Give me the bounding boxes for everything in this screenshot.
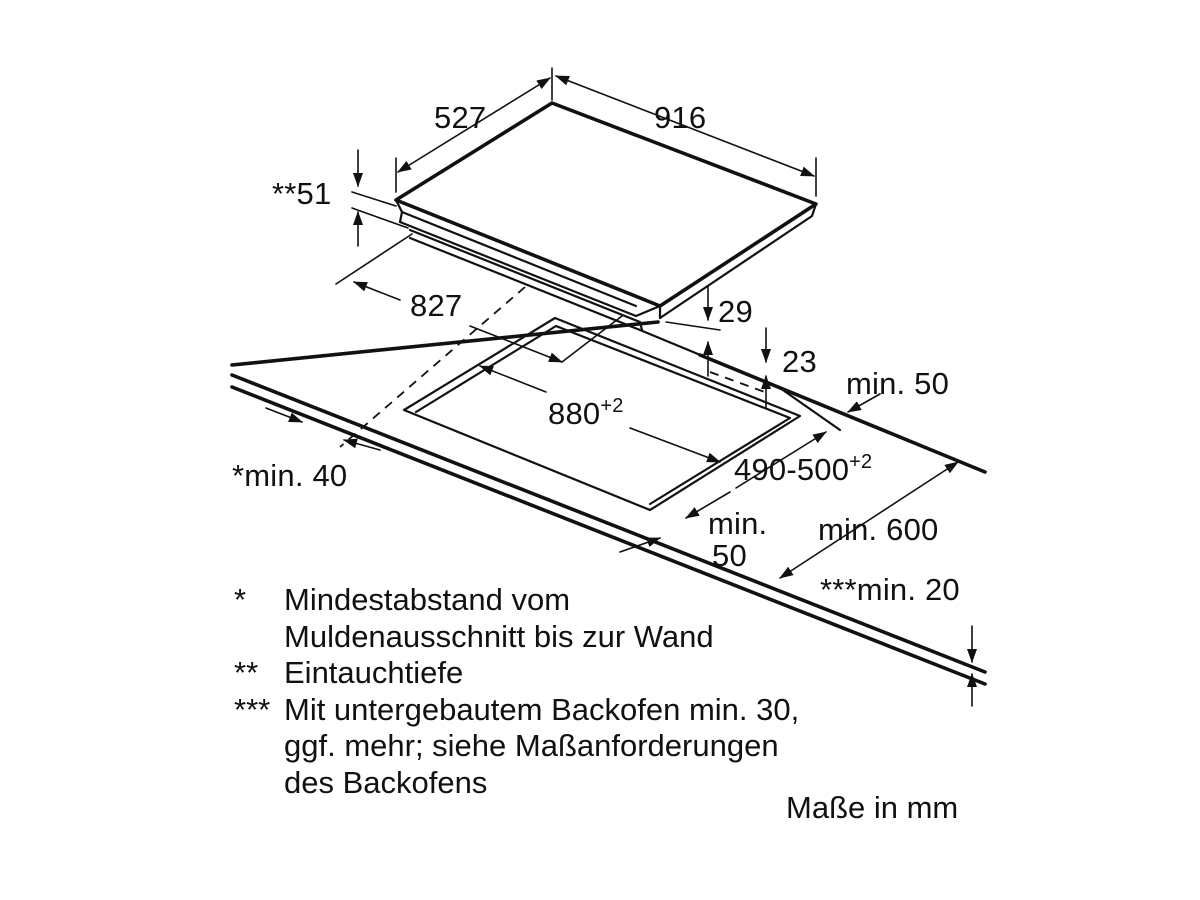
- label-min-20: ***min. 20: [820, 572, 960, 607]
- label-min-front: min.: [708, 506, 768, 541]
- label-51: **51: [272, 176, 332, 211]
- label-880-tolerance: +2: [600, 395, 624, 417]
- dim-min-40: [265, 407, 381, 451]
- label-min-50-rear: min. 50: [846, 366, 950, 401]
- label-880: 880+2: [548, 395, 624, 431]
- units-note: Maße in mm: [786, 790, 959, 825]
- dim-827: [335, 233, 623, 363]
- dim-min-600: [779, 461, 959, 579]
- dim-880: [479, 365, 721, 463]
- legend-line: ggf. mehr; siehe Maßanforderungen: [284, 728, 779, 763]
- label-490-500-value: 490-500: [734, 452, 850, 487]
- dim-min-50-front: [619, 537, 661, 553]
- dim-527: [395, 67, 553, 193]
- legend-line: Mit untergebautem Backofen min. 30,: [284, 691, 800, 727]
- label-880-value: 880: [548, 396, 601, 431]
- legend-item-1: * Mindestabstand vom Muldenausschnitt bi…: [234, 582, 934, 655]
- legend-text: Mindestabstand vom Muldenausschnitt bis …: [284, 582, 934, 655]
- label-916: 916: [654, 100, 707, 135]
- legend-mark: ***: [234, 691, 271, 727]
- dim-490-500: [685, 431, 827, 519]
- legend-mark: **: [234, 655, 259, 690]
- label-490-500-tolerance: +2: [849, 451, 873, 473]
- dim-min-50-rear: [847, 393, 881, 413]
- dashed-reference-line: [339, 286, 526, 448]
- legend-line: Mindestabstand vom: [284, 582, 571, 617]
- legend-item-2: ** Eintauchtiefe: [234, 655, 934, 692]
- label-23: 23: [782, 344, 817, 379]
- legend: * Mindestabstand vom Muldenausschnitt bi…: [234, 582, 934, 801]
- legend-mark: *: [234, 582, 247, 617]
- label-min-40: *min. 40: [232, 458, 348, 493]
- label-50-front: 50: [712, 538, 747, 573]
- label-min-600: min. 600: [818, 512, 939, 547]
- dashed-reference-line-2: [709, 371, 771, 395]
- label-490-500: 490-500+2: [734, 451, 873, 487]
- legend-line: Eintauchtiefe: [284, 655, 464, 690]
- legend-item-3: *** Mit untergebautem Backofen min. 30, …: [234, 692, 934, 802]
- label-527: 527: [434, 100, 487, 135]
- dim-51: [351, 149, 409, 247]
- legend-text: Mit untergebautem Backofen min. 30, ggf.…: [284, 692, 934, 802]
- label-29: 29: [718, 294, 753, 329]
- legend-line: des Backofens: [284, 764, 488, 800]
- legend-line: Muldenausschnitt bis zur Wand: [284, 618, 714, 654]
- label-827: 827: [410, 288, 463, 323]
- worktop: [230, 320, 987, 686]
- dim-29: [665, 285, 721, 377]
- legend-text: Eintauchtiefe: [284, 655, 934, 692]
- dim-916: [555, 75, 817, 197]
